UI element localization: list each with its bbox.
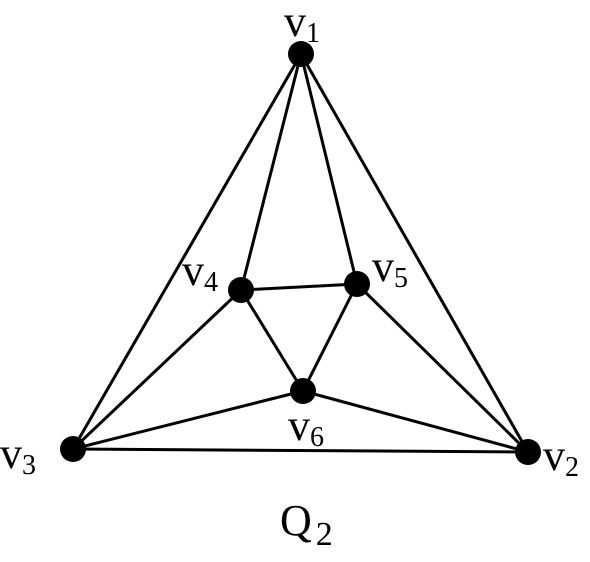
vertices-group bbox=[60, 41, 541, 465]
vertex-label-v5: v5 bbox=[372, 242, 408, 294]
vertex-v1 bbox=[288, 41, 314, 67]
edge-v2-v5 bbox=[355, 282, 530, 454]
edge-v1-v3 bbox=[71, 52, 303, 451]
vertex-v2 bbox=[515, 439, 541, 465]
edge-v1-v2 bbox=[299, 52, 530, 454]
edge-v1-v4 bbox=[239, 52, 303, 292]
edge-v3-v6 bbox=[71, 389, 305, 451]
vertex-v4 bbox=[228, 277, 254, 303]
vertex-v6 bbox=[290, 378, 316, 404]
edge-v2-v6 bbox=[301, 389, 530, 454]
edge-v2-v3 bbox=[71, 447, 530, 454]
edge-v4-v6 bbox=[239, 288, 305, 393]
vertex-label-v6: v6 bbox=[288, 401, 324, 453]
edge-v5-v6 bbox=[301, 282, 359, 393]
edge-v4-v5 bbox=[239, 282, 359, 292]
vertex-v3 bbox=[60, 436, 86, 462]
vertex-label-v1: v1 bbox=[284, 0, 320, 49]
edges-group bbox=[71, 52, 530, 454]
vertex-label-v3: v3 bbox=[0, 429, 36, 481]
edge-v3-v4 bbox=[71, 288, 243, 451]
edge-v1-v5 bbox=[299, 52, 359, 286]
vertex-label-v2: v2 bbox=[543, 431, 579, 483]
vertex-label-v4: v4 bbox=[182, 246, 218, 298]
vertex-v5 bbox=[344, 271, 370, 297]
